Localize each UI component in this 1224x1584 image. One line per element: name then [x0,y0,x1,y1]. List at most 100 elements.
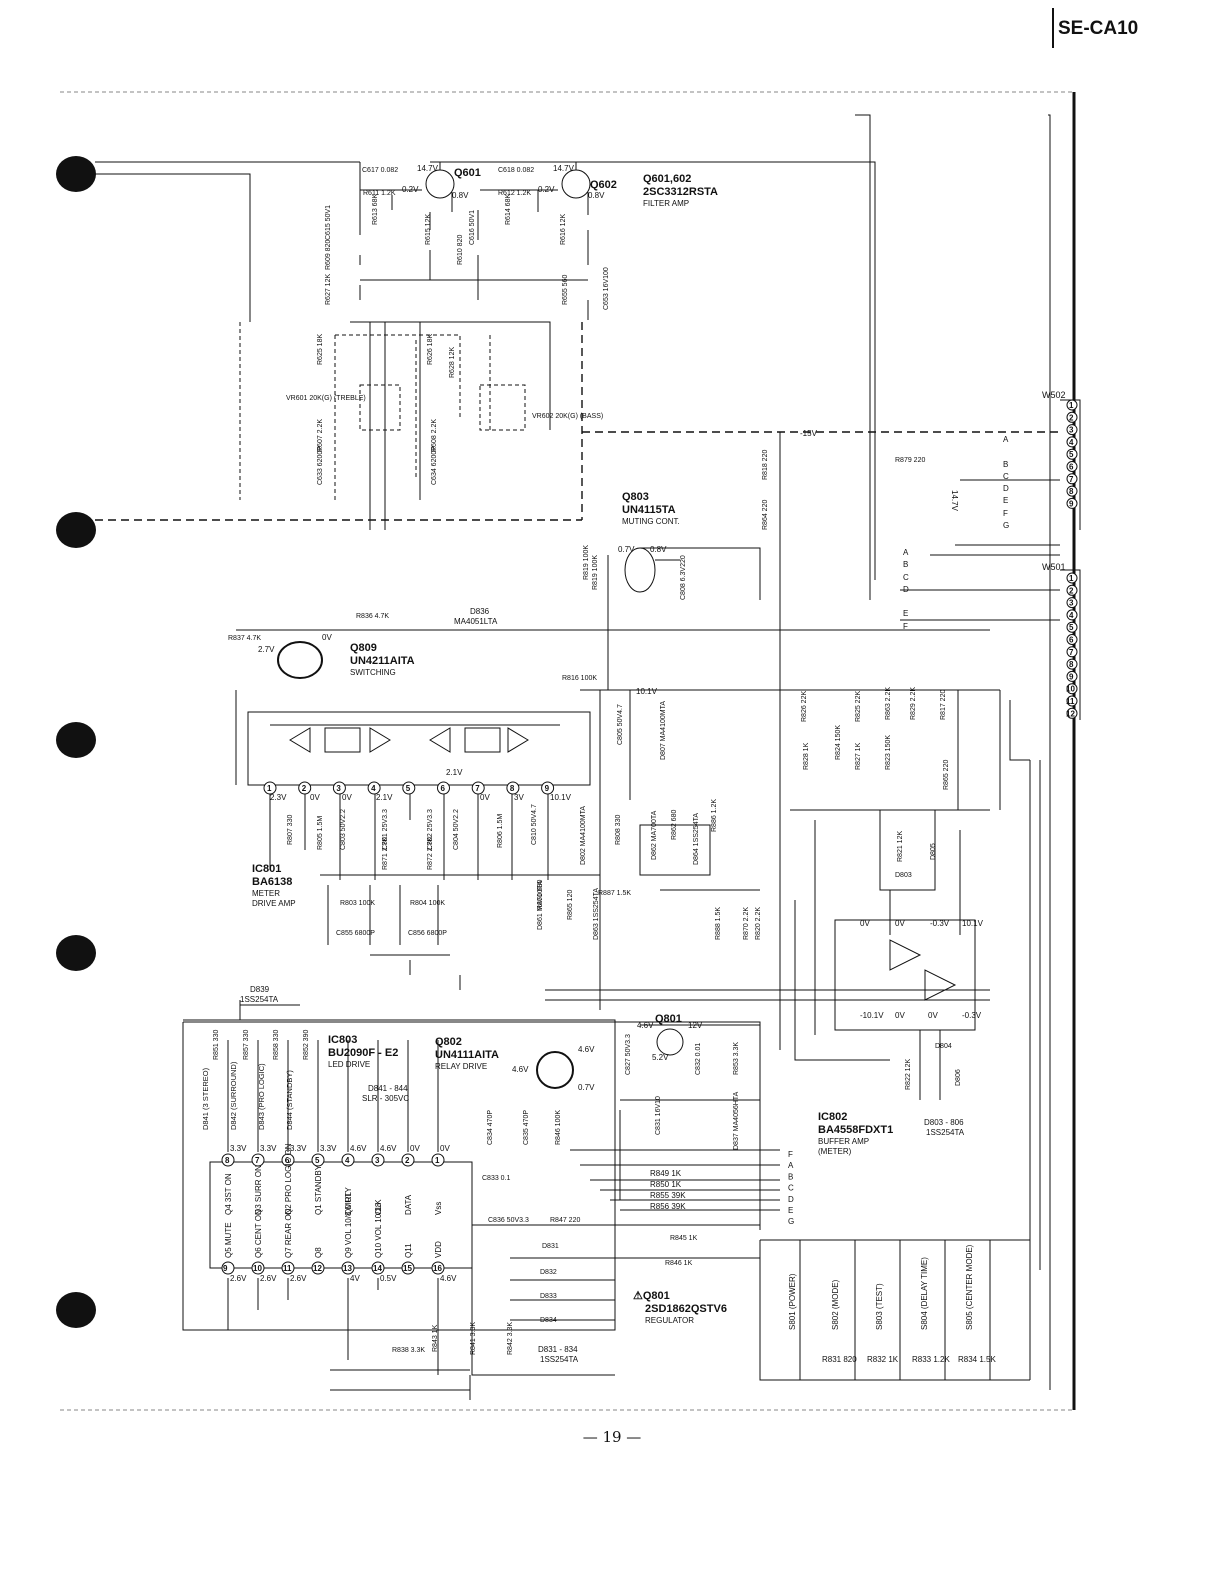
ic801-pin [541,781,555,795]
ic802-func1: BUFFER AMP [818,1137,869,1146]
q803-func: MUTING CONT. [622,517,680,526]
ic803-pin [431,1261,445,1275]
ic803-pin [281,1261,295,1275]
ic803-pin-func: Q7 REAR ON [284,1208,293,1258]
switch-label: S802 (MODE) [831,1279,840,1330]
ic803-pin-func: CLK [374,1199,383,1215]
led-label: D844 (STANDBY) [285,1070,294,1130]
ic803-pin-label: 3 [375,1156,380,1165]
ic803-pin-func: Q3 SURR ON [254,1165,263,1215]
component-label: R823 150K [885,735,892,770]
ic803-pin-label: 14 [373,1264,382,1273]
component-label: C617 0.082 [362,167,398,174]
component-label: R612 1.2K [498,190,531,197]
w501-pin-label: 7 [1069,648,1074,657]
component-label: R626 18K [427,334,434,365]
switch-label: S801 (POWER) [788,1273,797,1330]
component-label: D831 [542,1243,559,1250]
ic803-pin [281,1153,295,1167]
ic802-part: BA4558FDXT1 [818,1124,893,1136]
ic803-pin-volt: 4.6V [350,1144,367,1153]
ic803-pin-label: 7 [255,1156,260,1165]
ic803-pin-func: Q9 VOL 10/8 MUT [344,1192,353,1258]
component-label: R824 150K [835,725,842,760]
w501-pin-label: 2 [1069,586,1074,595]
ic801-pin [402,781,416,795]
component-label: R828 1K [803,742,810,770]
ic803-pin [371,1261,385,1275]
ic803-pin-func: Q5 MUTE [224,1222,233,1258]
component-label: D837 MA4056HTA [733,1091,740,1150]
component-label: R852 390 [303,1030,310,1060]
component-label: R847 220 [550,1217,580,1224]
w502-pin-label: 3 [1069,426,1074,435]
component-label: R614 68K [505,194,512,225]
w502-pin [1066,497,1078,509]
component-label: R865 120 [567,890,574,920]
ic803-pin-label: 8 [225,1156,230,1165]
ic803-pin-label: 9 [223,1264,228,1273]
component-label: D803 [895,872,912,879]
component-label: C856 6800P [408,930,447,937]
ic801-pin [437,781,450,795]
component-label: R804 100K [410,900,445,907]
component-label: R808 330 [615,815,622,845]
q802-ref: Q802 [435,1036,462,1048]
w501-pin-label: 5 [1069,623,1074,632]
ic801-pin [471,781,485,795]
w502-pin-label: 6 [1069,463,1074,472]
w502-pin-label: 4 [1069,438,1074,447]
rail-voltage: 0V [860,919,870,928]
w502-pin [1066,473,1078,485]
ic803-pin [251,1261,265,1275]
ic801-pin-label: 7 [475,784,480,793]
ic803-pin [401,1153,415,1167]
q802-v2: 4.6V [512,1065,529,1074]
ic803-pin-volt: 3.3V [260,1144,277,1153]
component-label: R857 330 [243,1030,250,1060]
q801-v2: 12V [688,1021,703,1030]
ic803-pin [341,1261,355,1275]
bus-letter: C [788,1184,794,1193]
w502-letter: B [1003,460,1008,469]
ic801-pin-label: 9 [545,784,550,793]
switch-label: S804 (DELAY TIME) [920,1257,929,1330]
component-label: R818 220 [762,450,769,480]
w501-pin [1066,658,1078,670]
ic803-ref: IC803 [328,1034,357,1046]
ic803-pin-func: DATA [404,1194,413,1215]
component-label: C836 50V3.3 [488,1217,529,1224]
w501-letter: D [903,585,909,594]
ic803-pin-label: 2 [405,1156,410,1165]
ic803-pin-func: VDD [434,1241,443,1258]
ic803-pin [341,1153,355,1167]
component-label: R616 12K [560,214,567,245]
component-label: R853 3.3K [733,1042,740,1075]
ic801-pin [332,781,346,795]
ic803-pin-volt: 0V [410,1144,420,1153]
ic802-ref: IC802 [818,1111,847,1123]
ic803-pin [251,1153,265,1167]
component-label: R817 220 [940,690,947,720]
component-label: D805 [930,843,937,860]
w501-pin-label: 1 [1069,574,1074,583]
component-label: R887 1.5K [598,890,631,897]
ic803-pin-label: 13 [343,1264,352,1273]
component-label: R846 100K [555,1110,562,1145]
w502-letter: G [1003,521,1009,530]
component-label: R615 12K [425,214,432,245]
ic803-pin [311,1153,325,1167]
q803-ref: Q803 [622,491,649,503]
rail-voltage: -10.1V [860,1011,884,1020]
ic801-pin-label: 6 [441,784,446,793]
component-label: R803 100K [340,900,375,907]
component-label: D862 MA700TA [651,810,658,860]
ic801-pin-label: 2 [302,784,307,793]
component-label: R822 12K [905,1059,912,1090]
ic801-pin [263,781,277,795]
switch-label: S805 (CENTER MODE) [965,1244,974,1330]
component-label: R858 330 [273,1030,280,1060]
component-label: C833 0.1 [482,1175,511,1182]
rail-voltage: 10.1V [962,919,984,928]
w502-pin [1066,399,1078,411]
